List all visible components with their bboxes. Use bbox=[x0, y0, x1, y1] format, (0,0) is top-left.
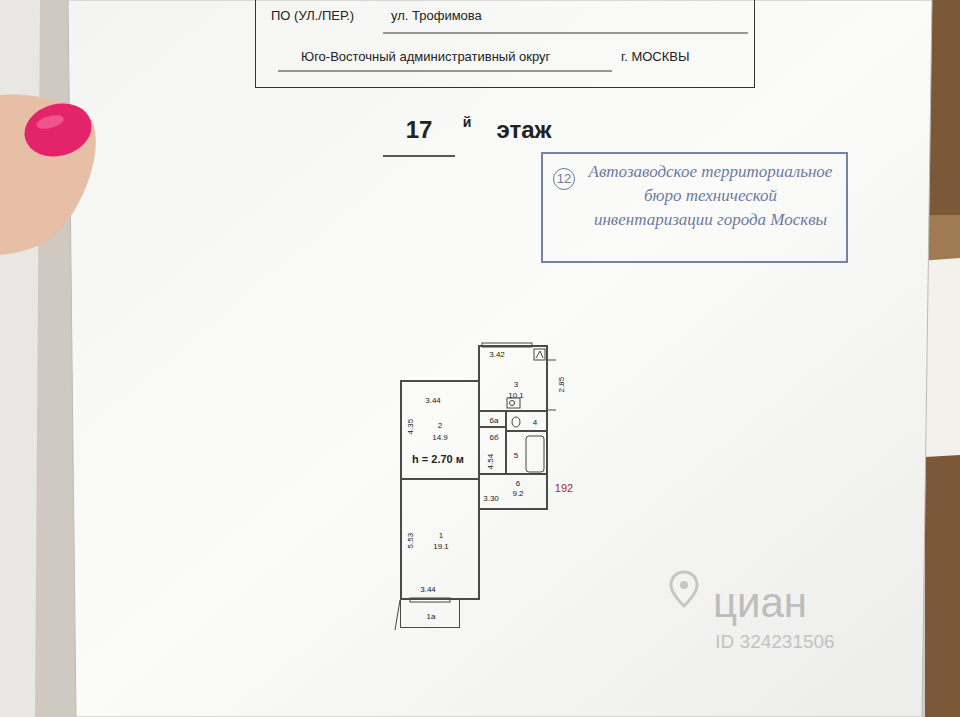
room-number: 4 bbox=[533, 418, 537, 427]
room-number: 6 bbox=[516, 479, 520, 488]
balcony: 1а bbox=[400, 598, 460, 628]
watermark-id: ID 324231506 bbox=[715, 631, 834, 653]
ceiling-height: h = 2.70 м bbox=[412, 453, 464, 466]
dimension: 5.53 bbox=[406, 533, 415, 549]
address-text: ул. Трофимова bbox=[391, 9, 482, 24]
room: 5 bbox=[505, 430, 548, 475]
address-text: г. МОСКВЫ bbox=[621, 50, 689, 65]
watermark: циан bbox=[713, 579, 807, 627]
address-text: ПО (УЛ./ПЕР.) bbox=[271, 9, 354, 24]
room-area: 10.1 bbox=[508, 391, 524, 400]
apartment-number: 192 bbox=[555, 482, 573, 495]
room-number: 3 bbox=[514, 380, 518, 389]
room-number: 1 bbox=[439, 531, 443, 540]
address-header-box: ПО (УЛ./ПЕР.) ул. ТрофимоваЮго-Восточный … bbox=[255, 0, 755, 88]
floor-suffix: й bbox=[463, 114, 472, 130]
dimension: 4.54 bbox=[486, 454, 495, 470]
room-number: 6б bbox=[489, 433, 498, 442]
room: 69.2 bbox=[478, 473, 548, 510]
room-area: 19.1 bbox=[433, 542, 449, 551]
room: 310.1 bbox=[478, 345, 548, 412]
floor-number: 17 bbox=[406, 116, 433, 144]
dimension: 3.44 bbox=[425, 396, 441, 405]
stamp-number: 12 bbox=[553, 168, 575, 190]
dimension: 3.30 bbox=[483, 494, 499, 503]
dimension: 4.35 bbox=[406, 419, 415, 435]
room-number: 5 bbox=[514, 451, 518, 460]
address-text: Юго-Восточный административный округ bbox=[301, 50, 550, 65]
bti-stamp: 12 Автозаводское территориальное бюро тех… bbox=[541, 152, 848, 263]
room-area: 14.9 bbox=[432, 433, 448, 442]
room: 4 bbox=[505, 410, 548, 432]
room-area: 9.2 bbox=[512, 489, 523, 498]
dimension: 3.44 bbox=[420, 585, 436, 594]
dimension: 3.42 bbox=[489, 350, 505, 359]
dimension: 2.85 bbox=[557, 377, 566, 393]
room-number: 1а bbox=[427, 612, 436, 621]
floor-word: этаж bbox=[496, 116, 551, 144]
room-number: 2 bbox=[438, 421, 442, 430]
room-number: 6а bbox=[490, 416, 499, 425]
stamp-text: Автозаводское территориальное бюро техни… bbox=[588, 160, 833, 232]
